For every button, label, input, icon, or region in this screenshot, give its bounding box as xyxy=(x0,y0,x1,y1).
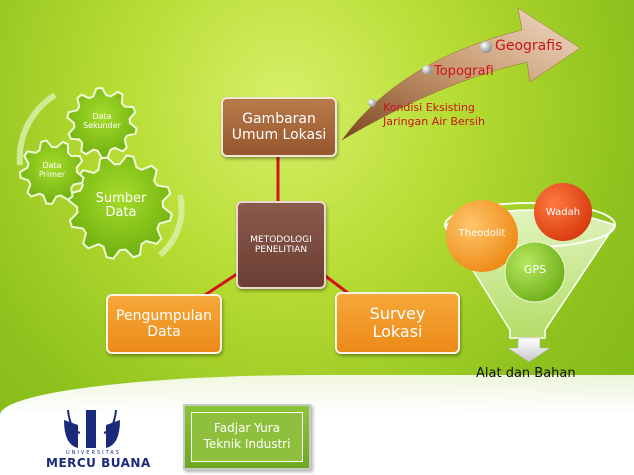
funnel-down-arrow xyxy=(507,337,551,363)
ball-theodolit-label: Theodolit xyxy=(458,228,506,239)
ball-gps-label: GPS xyxy=(523,263,547,276)
box-survey-lokasi[interactable]: Survey Lokasi xyxy=(335,292,460,354)
box-survey-line1: Survey xyxy=(369,303,426,323)
gear-arc-left xyxy=(16,92,57,166)
arrow-dot-1 xyxy=(368,99,376,107)
ball-wadah-label: Wadah xyxy=(545,207,581,218)
gear-main-label: Sumber Data xyxy=(82,191,160,221)
arrow-dot-2 xyxy=(422,65,432,75)
gear-arc-right xyxy=(158,194,185,258)
author-box-inner: Fadjar Yura Teknik Industri xyxy=(191,412,303,462)
gear-main-line1: Sumber xyxy=(95,191,147,206)
box-survey-line2: Lokasi xyxy=(372,322,423,341)
box-pengumpulan-data[interactable]: Pengumpulan Data xyxy=(106,294,222,354)
gear-primer-line2: Primer xyxy=(38,169,66,179)
author-box: Fadjar Yura Teknik Industri xyxy=(183,404,311,470)
box-gambaran-line2: Umum Lokasi xyxy=(231,127,327,143)
box-gambaran-line1: Gambaran xyxy=(242,110,316,127)
gear-main xyxy=(67,154,173,260)
logo-mercu-buana-text: MERCU BUANA xyxy=(46,456,151,470)
box-gambaran-umum-lokasi[interactable]: Gambaran Umum Lokasi xyxy=(221,97,337,157)
gear-primer-line1: Data xyxy=(42,161,62,170)
ball-wadah xyxy=(534,183,592,241)
arrow-label-3: Geografis xyxy=(495,38,563,54)
box-center-line2: PENELITIAN xyxy=(254,245,308,255)
box-center-line1: METODOLOGI xyxy=(250,234,312,245)
gear-sekunder xyxy=(66,86,138,160)
logo-universitas-text: UNIVERSITAS xyxy=(66,450,121,456)
arrow-label-1-line2: Jaringan Air Bersih xyxy=(383,114,485,128)
arrow-label-1-line1: Kondisi Eksisting xyxy=(383,101,475,114)
arrow-label-2: Topografi xyxy=(434,64,494,79)
gear-primer-label: Data Primer xyxy=(28,161,76,180)
arrow-label-1: Kondisi Eksisting Jaringan Air Bersih xyxy=(383,101,485,129)
box-pengumpulan-line1: Pengumpulan xyxy=(116,307,212,324)
arrow-dot-3 xyxy=(480,41,492,53)
bottom-band xyxy=(0,375,634,475)
box-pengumpulan-line2: Data xyxy=(147,324,181,340)
gear-sekunder-line1: Data xyxy=(92,112,112,121)
gear-main-line2: Data xyxy=(105,205,137,221)
connector-left xyxy=(204,270,241,297)
ball-theodolit xyxy=(446,200,518,272)
funnel-caption: Alat dan Bahan xyxy=(476,366,576,381)
gear-primer xyxy=(18,139,85,206)
box-metodologi-penelitian[interactable]: METODOLOGI PENELITIAN xyxy=(236,201,326,289)
gear-sekunder-label: Data Sekunder xyxy=(76,112,128,131)
ball-gps xyxy=(504,241,566,303)
arrow-body xyxy=(341,7,581,141)
gear-sekunder-line2: Sekunder xyxy=(83,120,121,130)
author-department: Teknik Industri xyxy=(203,437,291,451)
author-name: Fadjar Yura xyxy=(213,421,281,436)
